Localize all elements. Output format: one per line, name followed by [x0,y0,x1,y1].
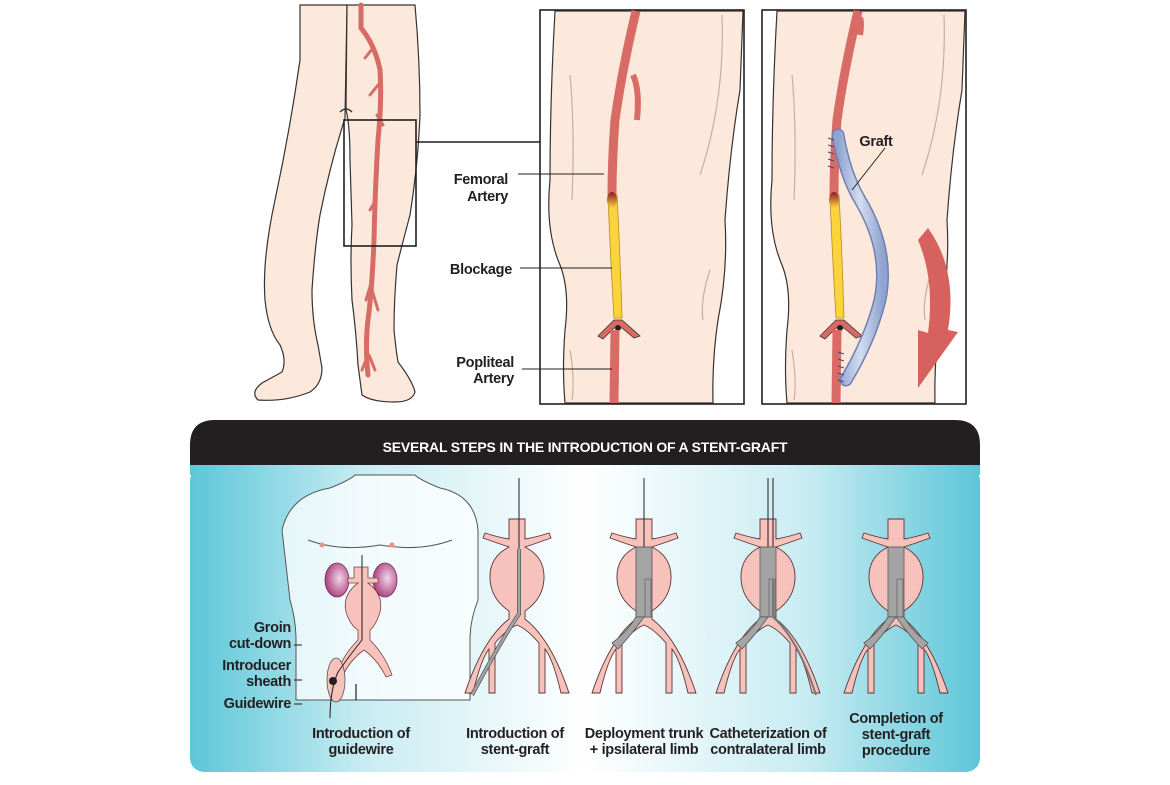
label-groin-2: cut-down [229,636,291,652]
direction-arrow-icon [918,228,958,388]
label-graft: Graft [859,134,893,150]
contralateral-catheter-step-4 [772,579,817,696]
step-3-caption-2: + ipsilateral limb [590,742,699,758]
blockage-end [615,325,621,331]
leg-artery [358,2,384,378]
graft-panel [761,9,967,405]
groin-crease [339,108,353,113]
nipple-left [319,542,325,548]
label-popliteal-2: Artery [473,371,514,387]
stent-short-limb-step-5 [896,578,904,618]
blockage-end [837,325,843,331]
step-4-caption-2: contralateral limb [710,742,826,758]
step-5-caption-3: procedure [862,743,930,759]
step-2-caption-2: stent-graft [481,742,550,758]
label-sheath-1: Introducer [222,658,291,674]
leg-right [254,4,348,401]
blockage-panel [518,9,745,405]
blockage-top [607,192,617,208]
label-groin-1: Groin [254,620,291,636]
label-femoral-2: Artery [467,189,508,205]
guidewire [329,555,363,719]
stent-delivery-inner-step-2 [470,549,521,696]
femoral-artery [829,9,863,196]
blockage-plaque [829,194,845,319]
stent-ipsilateral-limb-step-3 [611,616,645,650]
label-femoral-1: Femoral [454,172,508,188]
step-4-caption-1: Catheterization of [709,726,827,742]
banner-title: SEVERAL STEPS IN THE INTRODUCTION OF A S… [383,439,788,455]
step-2-caption-1: Introduction of [466,726,564,742]
label-blockage: Blockage [450,262,512,278]
step-3-caption-1: Deployment trunk [585,726,705,742]
popliteal-branches [819,319,863,340]
blockage-plaque [607,194,623,319]
step-1-caption-1: Introduction of [312,726,410,742]
aneurysm-aorta [335,566,393,678]
stent-short-limb-step-3 [644,578,652,618]
full-leg-illustration [254,2,540,403]
popliteal-artery [609,329,620,404]
banner-bar [190,420,980,470]
stent-ipsilateral-limb-step-5 [863,616,897,650]
step-1-caption-2: guidewire [329,742,394,758]
label-popliteal-1: Popliteal [456,355,514,371]
skin-contours [569,14,723,401]
kidney-left [324,562,350,598]
thigh-skin [548,10,744,404]
graft-sutures [827,137,845,383]
chest-line [307,539,453,549]
femoral-artery [607,9,641,196]
artery-branch [853,10,864,36]
label-sheath-2: sheath [246,674,291,690]
artery-branch [630,73,641,121]
nipple-right [389,542,395,548]
aorta-step-diagrams [464,478,949,696]
popliteal-branches [597,319,641,340]
steps-background-top [190,465,980,475]
graft-leader [851,147,886,191]
stent-contralateral-limb-step-5 [895,616,929,650]
blockage-top [829,192,839,208]
bypass-graft [833,130,888,385]
label-guidewire: Guidewire [224,696,292,712]
step-captions: Introduction of guidewire Introduction o… [312,711,943,759]
zoom-region-box [343,119,417,247]
step-5-caption-2: stent-graft [862,727,931,743]
leg-left [345,4,421,403]
torso-illustration [281,474,479,719]
popliteal-artery [831,329,842,404]
skin-contours [791,14,945,401]
step-5-caption-1: Completion of [849,711,943,727]
stent-ipsilateral-limb-step-4 [735,616,769,650]
